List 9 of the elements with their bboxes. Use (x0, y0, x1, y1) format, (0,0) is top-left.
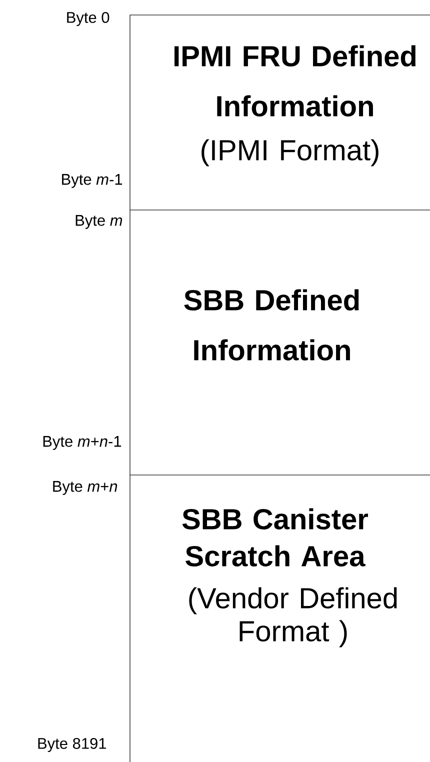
address-label: Byte m+n (53, 481, 118, 495)
address-label: Byte 8191 (38, 738, 106, 752)
memory-region: IPMI FRU Defined Information (IPMI Format) (130, 14, 430, 210)
address-label: Byte m+n-1 (43, 436, 122, 450)
memory-region: SBB Defined Information (130, 210, 430, 476)
address-label: Byte m-1 (62, 174, 122, 188)
address-label: Byte m (76, 215, 122, 229)
memory-region: SBB Canister Scratch Area (Vendor Defined Format ) (130, 474, 430, 762)
address-label: Byte 0 (67, 12, 110, 26)
